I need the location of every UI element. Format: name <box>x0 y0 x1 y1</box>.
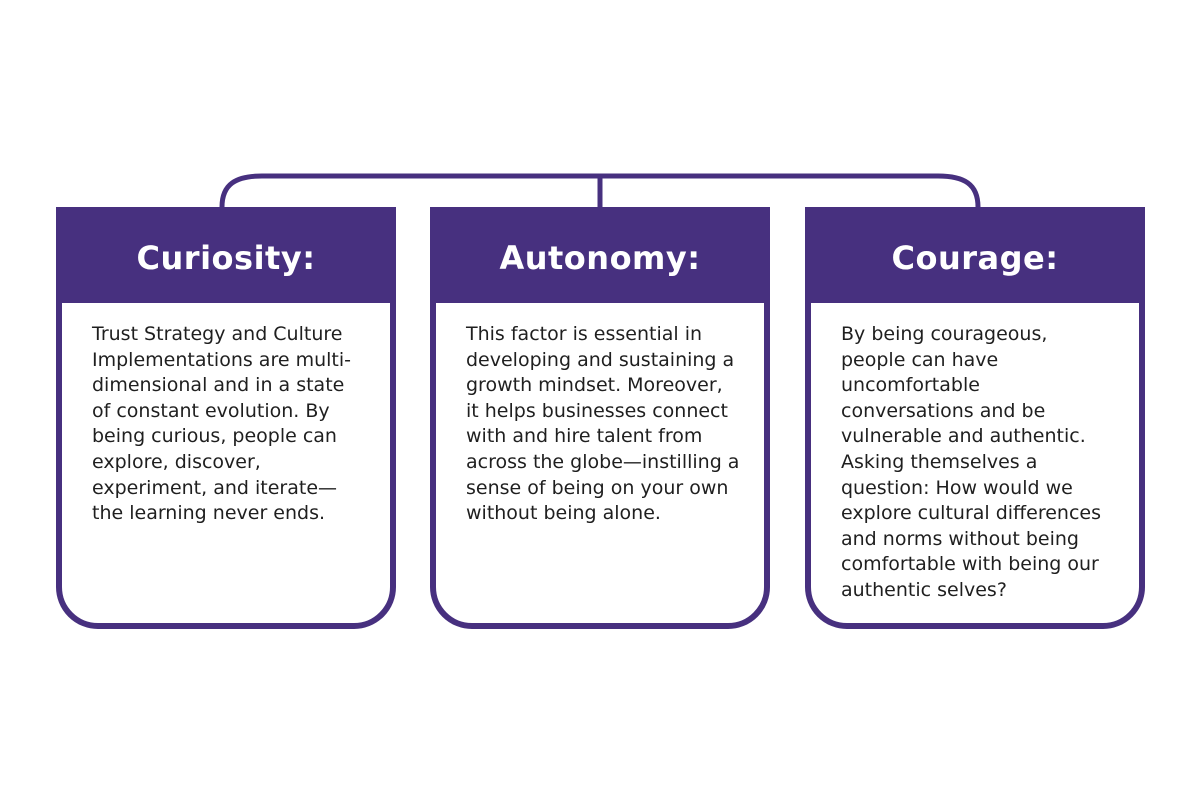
card-header: Courage: <box>811 213 1139 303</box>
card-body-text: Trust Strategy and Culture Implementatio… <box>92 323 351 525</box>
card-curiosity: Curiosity: Trust Strategy and Culture Im… <box>56 207 396 629</box>
card-body-text: By being courageous, people can have unc… <box>841 323 1101 601</box>
card-title: Courage: <box>891 239 1059 277</box>
card-title: Autonomy: <box>499 239 701 277</box>
card-title: Curiosity: <box>136 239 316 277</box>
card-courage: Courage: By being courageous, people can… <box>805 207 1145 629</box>
card-body-text: This factor is essential in developing a… <box>466 323 740 525</box>
card-header: Curiosity: <box>62 213 390 303</box>
card-header: Autonomy: <box>436 213 764 303</box>
card-autonomy: Autonomy: This factor is essential in de… <box>430 207 770 629</box>
